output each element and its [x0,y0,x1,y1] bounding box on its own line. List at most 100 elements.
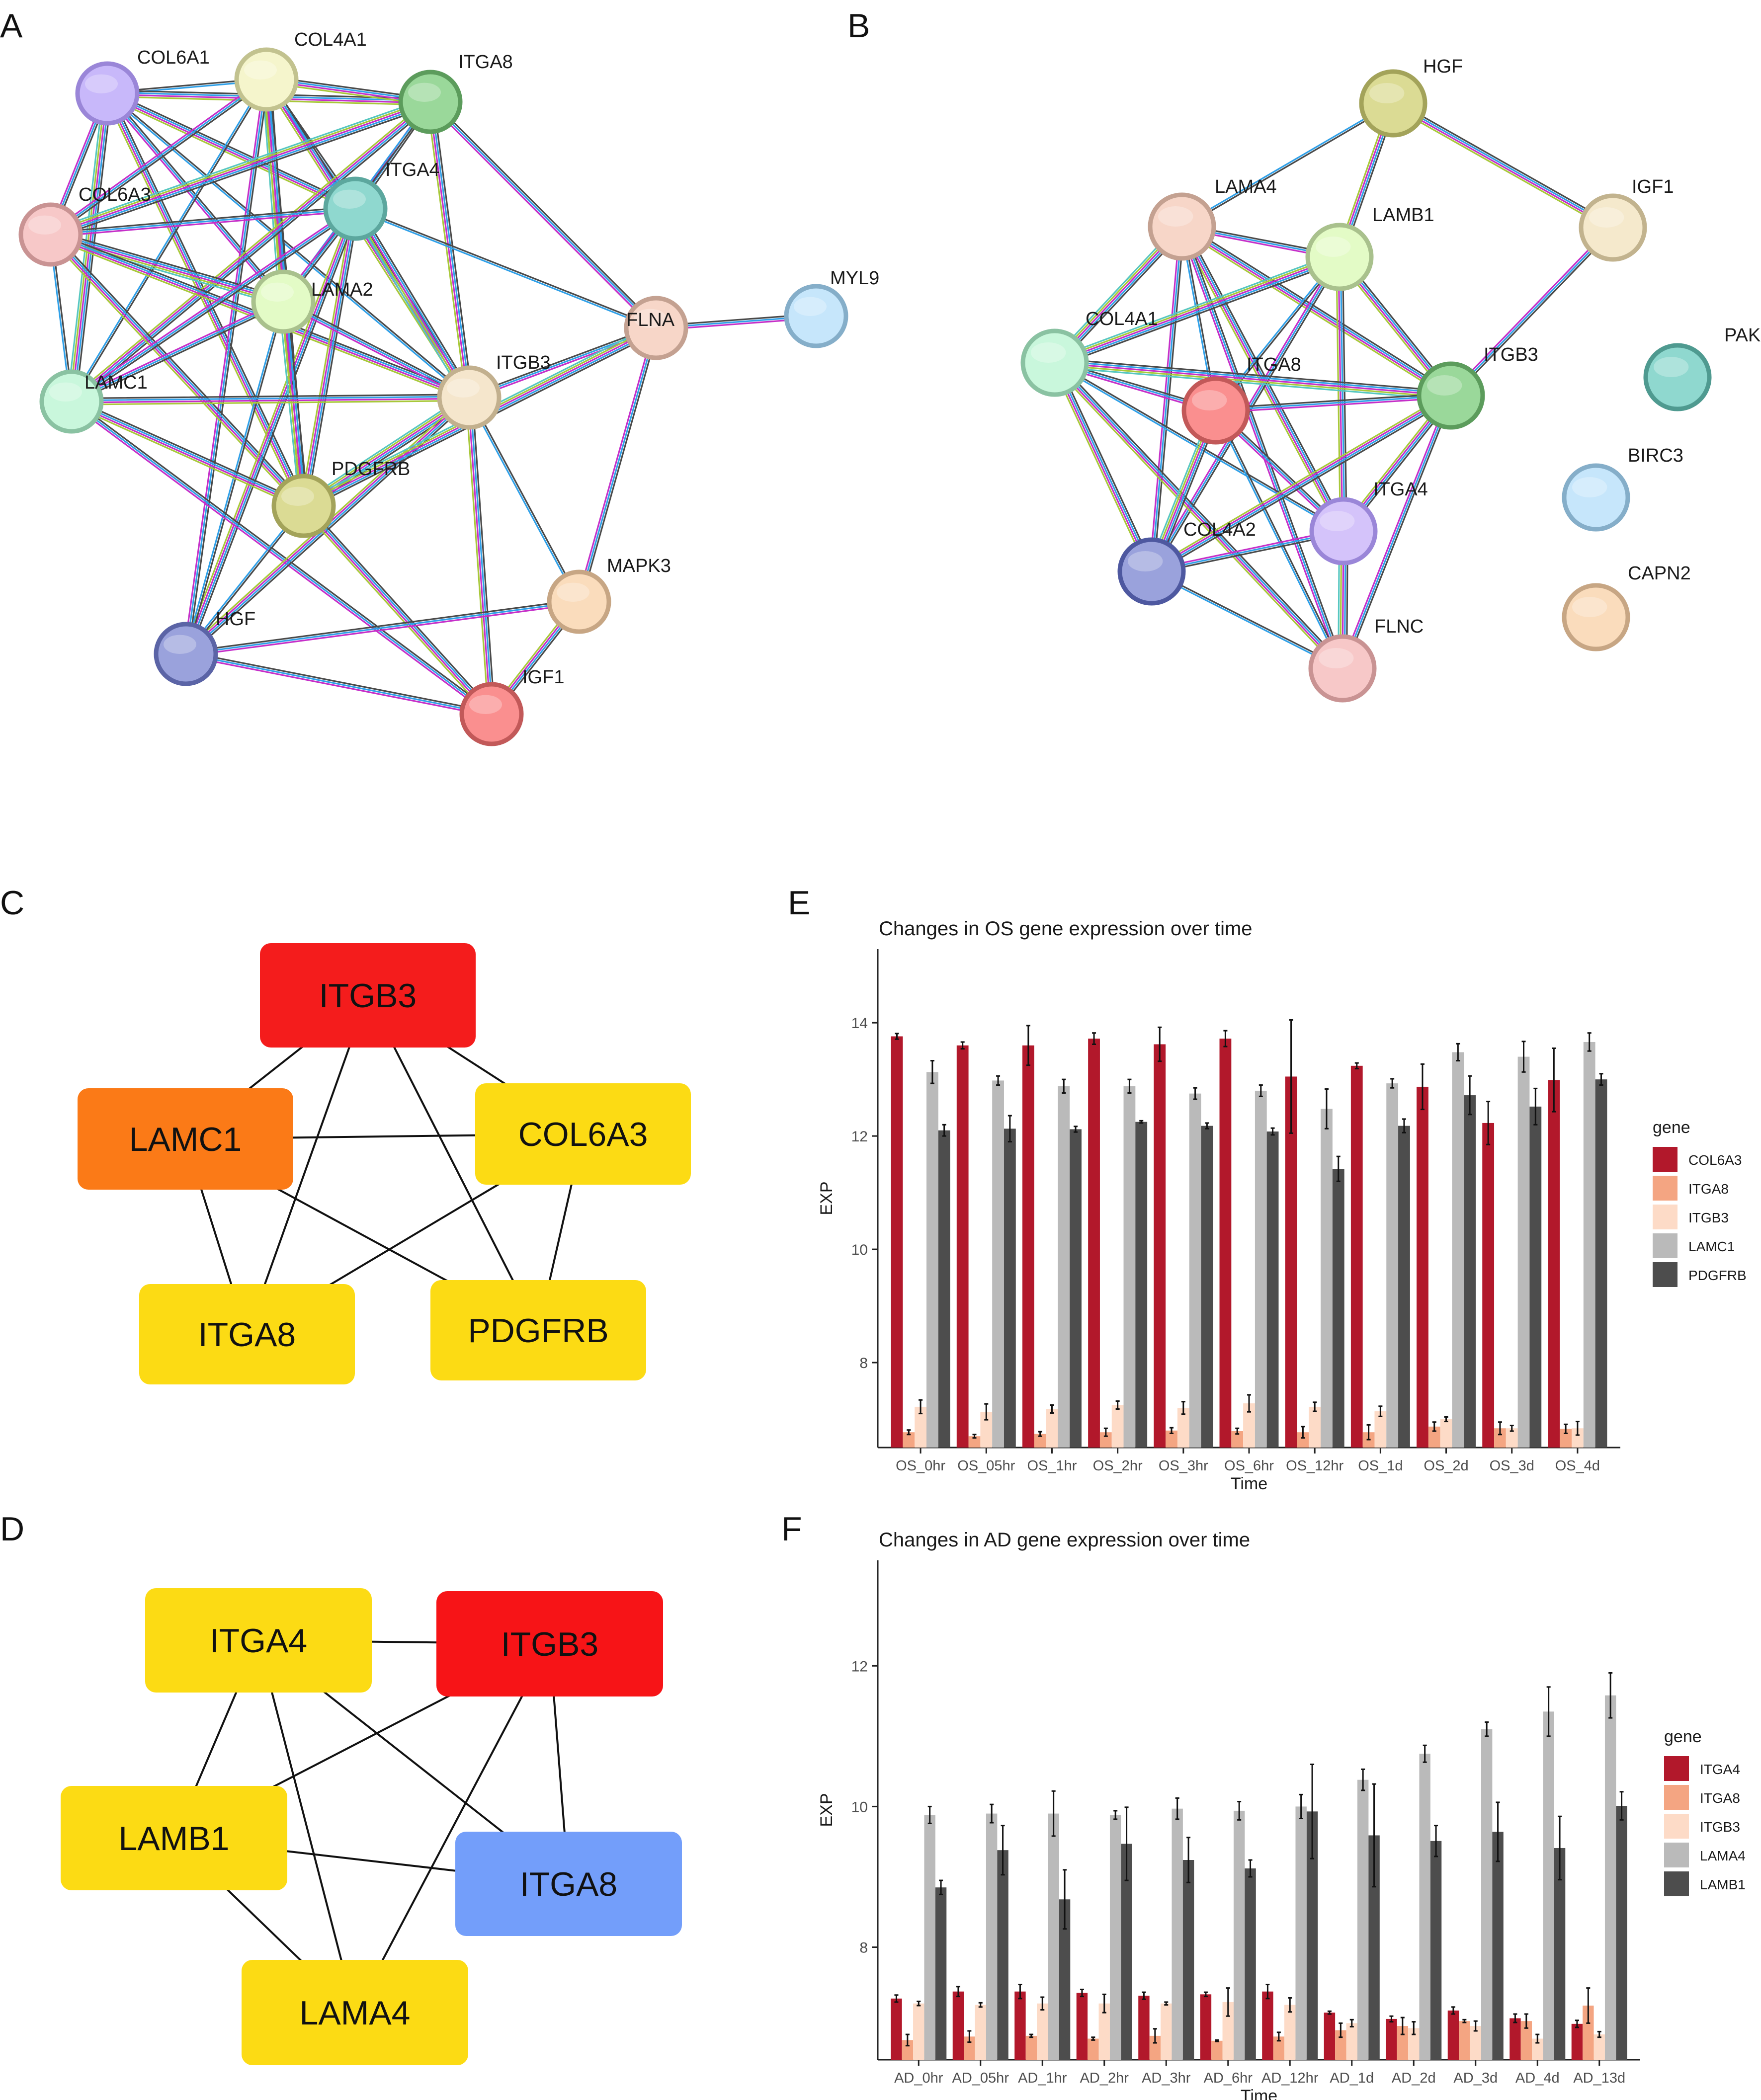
legend-label-col6a3: COL6A3 [1688,1152,1742,1168]
net-d-node-box [436,1591,663,1696]
bar-pdgfrb-os-2d [1464,1095,1476,1448]
bar-col6a3-os-2hr [1088,1039,1100,1448]
legend-label-pdgfrb: PDGFRB [1688,1268,1747,1283]
net-a-edge-line [300,207,353,506]
net-b-node-highlight [1158,206,1193,227]
bar-pdgfrb-os-3hr [1201,1126,1213,1448]
net-c-edge-itgb3-itga8 [246,995,369,1335]
net-b-node-label: COL4A1 [1086,309,1158,329]
net-d-node-itga4: ITGA4 [145,1588,372,1693]
net-a-node-label: MYL9 [830,268,879,289]
net-b-edge-col4a1-itgb3 [1053,358,1452,401]
legend-swatch-itga4 [1664,1756,1689,1781]
net-b-node-circle [1305,223,1374,291]
bar-lama4-ad-2d [1419,1754,1430,2060]
bar-lamb1-ad-6hr [1245,1868,1256,2060]
y-tick-label: 14 [851,1015,868,1032]
legend-label-itga8: ITGA8 [1700,1790,1740,1806]
net-b-edge-hgf-igf1 [1391,99,1615,232]
net-b-node-circle [1643,343,1712,411]
net-b-edge-line [1391,105,1612,232]
net-a-edge-line [469,396,581,602]
net-b-edge-itga8-flnc [1214,409,1344,670]
net-a-node-circle [323,176,388,241]
x-tick-label: AD_3hr [1142,2070,1191,2086]
bar-itga8-ad-2d [1397,2026,1409,2060]
net-b-node-circle [1308,634,1377,703]
net-a-edge-line [302,505,492,716]
net-b-edge-line [1149,226,1181,572]
bar-itgb3-os-4d [1572,1428,1584,1448]
net-a-edge-line [186,208,357,655]
net-a-node-label: LAMC1 [84,372,148,393]
net-b-edge-line [1216,409,1344,669]
net-b-edge-line [1215,395,1452,411]
net-b-edge-col4a1-flnc [1051,360,1346,671]
net-b-node-circle [1181,376,1250,445]
net-b-node-igf1: IGF1 [1579,176,1674,262]
net-b-edge-line [1054,360,1452,395]
net-c-node-lamc1: LAMC1 [78,1088,293,1190]
net-a-edge-line [51,80,269,238]
net-d-node-lama4: LAMA4 [242,1960,468,2065]
net-a-node-label: FLNA [626,310,675,330]
net-d-node-label: ITGA8 [520,1865,618,1903]
bar-lamb1-ad-4d [1554,1848,1566,2060]
bar-pdgfrb-os-05hr [1004,1129,1016,1448]
net-a-edge-itga8-lamc1 [69,98,433,405]
net-a-edge-line [354,209,657,330]
net-a-edge-pdgfrb-igf1 [300,503,495,717]
bar-itga8-os-2hr [1099,1432,1112,1448]
net-b-node-label: FLNC [1374,616,1424,637]
x-tick-label: AD_2d [1392,2070,1436,2086]
bar-itgb3-ad-2d [1408,2028,1420,2060]
x-tick-label: AD_1d [1330,2070,1374,2086]
bar-itga4-ad-12hr [1262,1991,1273,2060]
net-b-node-birc3: BIRC3 [1562,445,1683,532]
legend-swatch-lamb1 [1664,1871,1689,1896]
net-a-edge-itga8-flna [428,99,659,330]
chart-title: Changes in AD gene expression over time [879,1529,1250,1551]
net-b-edge-line [1054,256,1341,364]
net-b-node-highlight [1192,390,1227,411]
net-a-edge-line [50,210,356,238]
net-b-node-col4a2: COL4A2 [1117,519,1256,606]
x-tick-label: OS_1d [1358,1458,1403,1474]
net-a-edge-line [286,300,309,506]
net-b-edge-line [1180,101,1394,227]
bar-itgb3-ad-6hr [1222,2002,1234,2060]
bar-itgb3-ad-1d [1346,2023,1357,2060]
net-a-edge-line [71,102,432,404]
net-c-node-label: LAMC1 [129,1121,242,1158]
net-a-edge-line [184,655,492,717]
net-b-node-circle [1562,463,1630,532]
bar-itgb3-ad-13d [1593,2034,1605,2060]
net-d-node-label: LAMB1 [119,1820,230,1858]
net-a-edge-line [305,503,495,713]
bar-col6a3-os-1hr [1022,1045,1034,1448]
x-tick-label: AD_3d [1453,2070,1498,2086]
net-a-edge-line [352,209,469,400]
net-a-node-igf1: IGF1 [459,667,564,746]
net-a-edge-line [72,79,268,403]
net-a-node-hgf: HGF [154,609,255,686]
net-a-edge-itga4-itgb3 [351,206,474,401]
net-a-edge-line [185,651,493,713]
legend-label-itgb3: ITGB3 [1688,1210,1729,1225]
net-b-node-label: BIRC3 [1628,445,1683,466]
legend-swatch-lama4 [1664,1843,1689,1867]
bar-lamc1-os-0hr [926,1072,938,1448]
y-tick-label: 12 [851,1658,868,1675]
net-a-node-highlight [164,635,196,654]
net-a-edge-itga8-col6a3 [48,97,433,240]
bar-lama4-ad-4d [1543,1711,1554,2060]
net-b-edge-line [1451,228,1615,398]
net-b-node-circle [1117,537,1186,606]
net-b-edge-line [1338,256,1343,532]
net-b-edge-lamb1-itga4 [1336,256,1347,532]
net-a-edge-line [70,299,283,401]
bar-itgb3-os-0hr [915,1406,926,1448]
bar-lamc1-os-6hr [1255,1090,1267,1448]
net-b-edge-line [1394,99,1615,226]
bar-lamb1-ad-1d [1368,1835,1380,2060]
